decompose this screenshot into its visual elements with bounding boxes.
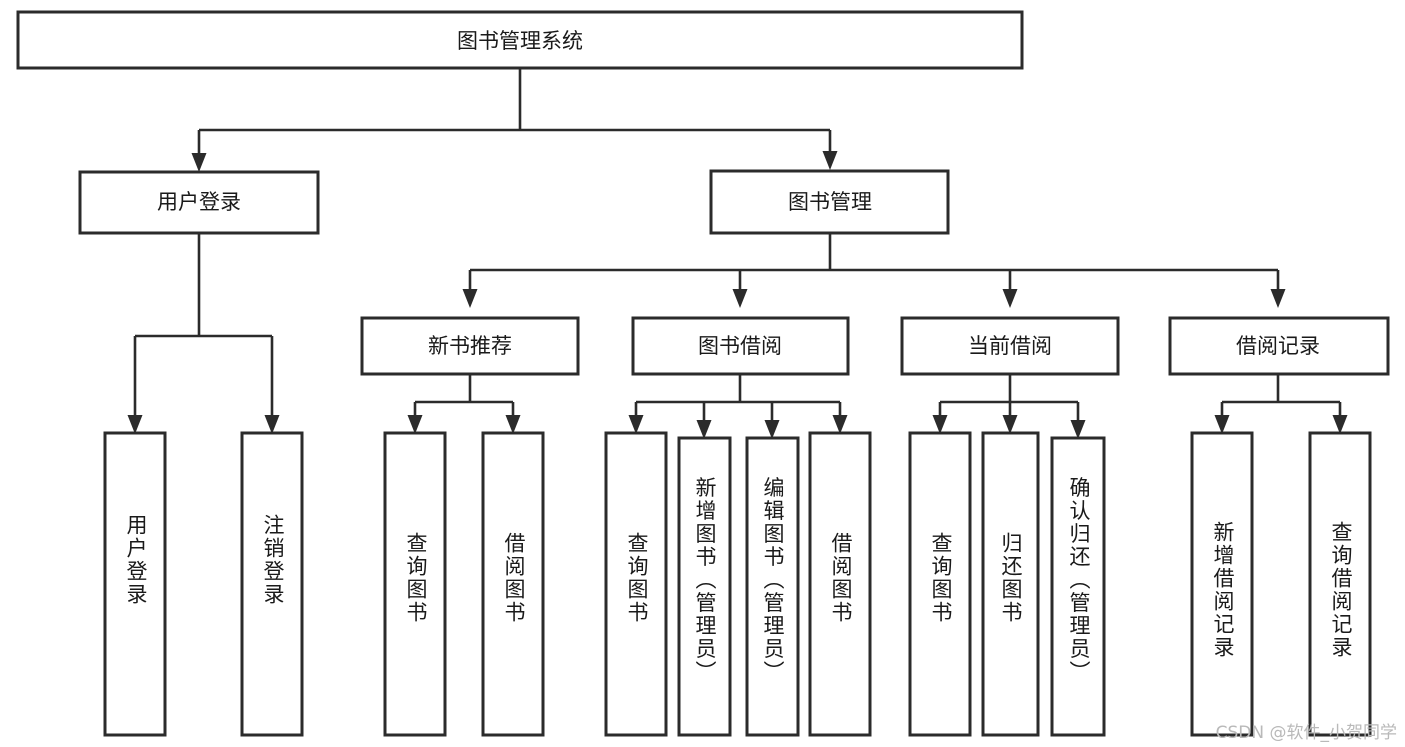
node-label: 借阅图书 [502, 532, 526, 624]
node-label: 新书推荐 [428, 334, 512, 358]
arrow-to-leaf [764, 420, 780, 439]
arrow-to-leaf [1332, 415, 1348, 434]
arrow-to-borrow-record [1270, 289, 1286, 308]
node-label: 查询图书 [625, 532, 649, 624]
node-label: 确认归还（管理员） [1067, 477, 1091, 684]
node-leaf-add-book-admin[interactable]: 新增图书（管理员） [677, 436, 732, 737]
node-label: 借阅记录 [1236, 334, 1320, 358]
node-book-borrow[interactable]: 图书借阅 [631, 316, 850, 376]
node-leaf-return-book[interactable]: 归还图书 [981, 431, 1040, 737]
arrow-to-leaf [932, 415, 948, 434]
arrow-to-leaf [505, 415, 521, 434]
node-leaf-user-login[interactable]: 用户登录 [103, 431, 167, 737]
node-leaf-borrow-book[interactable]: 借阅图书 [808, 431, 872, 737]
node-leaf-search-book-current[interactable]: 查询图书 [908, 431, 972, 737]
node-new-book-recommend[interactable]: 新书推荐 [360, 316, 580, 376]
node-label: 查询图书 [404, 532, 428, 624]
arrow-to-book-manage [822, 151, 838, 170]
node-user-login[interactable]: 用户登录 [78, 170, 320, 235]
node-label: 图书管理 [788, 190, 872, 214]
node-label: 图书管理系统 [457, 29, 583, 53]
arrow-to-book-borrow [732, 289, 748, 308]
arrow-to-leaf [127, 415, 143, 434]
arrow-to-leaf [407, 415, 423, 434]
arrow-to-leaf [832, 415, 848, 434]
node-leaf-borrow-book-recommend[interactable]: 借阅图书 [481, 431, 545, 737]
arrow-to-user-login [191, 153, 207, 172]
node-current-borrow[interactable]: 当前借阅 [900, 316, 1120, 376]
node-label: 用户登录 [124, 514, 148, 606]
node-leaf-search-book-borrow[interactable]: 查询图书 [604, 431, 668, 737]
node-label: 当前借阅 [968, 334, 1052, 358]
arrow-to-current-borrow [1002, 289, 1018, 308]
node-label: 查询图书 [929, 532, 953, 624]
arrow-to-leaf [264, 415, 280, 434]
node-label: 注销登录 [261, 514, 285, 606]
node-leaf-logout[interactable]: 注销登录 [240, 431, 304, 737]
arrow-to-leaf [1214, 415, 1230, 434]
node-leaf-search-book-recommend[interactable]: 查询图书 [383, 431, 447, 737]
arrow-to-leaf [628, 415, 644, 434]
node-label: 图书借阅 [698, 334, 782, 358]
node-book-manage[interactable]: 图书管理 [709, 169, 950, 235]
node-label: 新增图书（管理员） [693, 477, 717, 684]
arrow-to-leaf [696, 420, 712, 439]
node-label: 查询借阅记录 [1329, 521, 1353, 659]
arrow-to-leaf [1070, 420, 1086, 439]
node-leaf-add-borrow-record[interactable]: 新增借阅记录 [1190, 431, 1254, 737]
connector-group [127, 68, 1348, 439]
arrow-to-new-book [462, 289, 478, 308]
node-label: 借阅图书 [829, 532, 853, 624]
node-borrow-record[interactable]: 借阅记录 [1168, 316, 1390, 376]
node-label: 新增借阅记录 [1211, 521, 1235, 659]
node-leaf-search-borrow-record[interactable]: 查询借阅记录 [1308, 431, 1372, 737]
arrow-to-leaf [1002, 415, 1018, 434]
node-leaf-confirm-return-admin[interactable]: 确认归还（管理员） [1050, 436, 1106, 737]
node-root-system[interactable]: 图书管理系统 [16, 10, 1024, 70]
node-label: 编辑图书（管理员） [761, 477, 785, 684]
node-label: 用户登录 [157, 190, 241, 214]
node-leaf-edit-book-admin[interactable]: 编辑图书（管理员） [745, 436, 800, 737]
node-label: 归还图书 [999, 532, 1023, 624]
